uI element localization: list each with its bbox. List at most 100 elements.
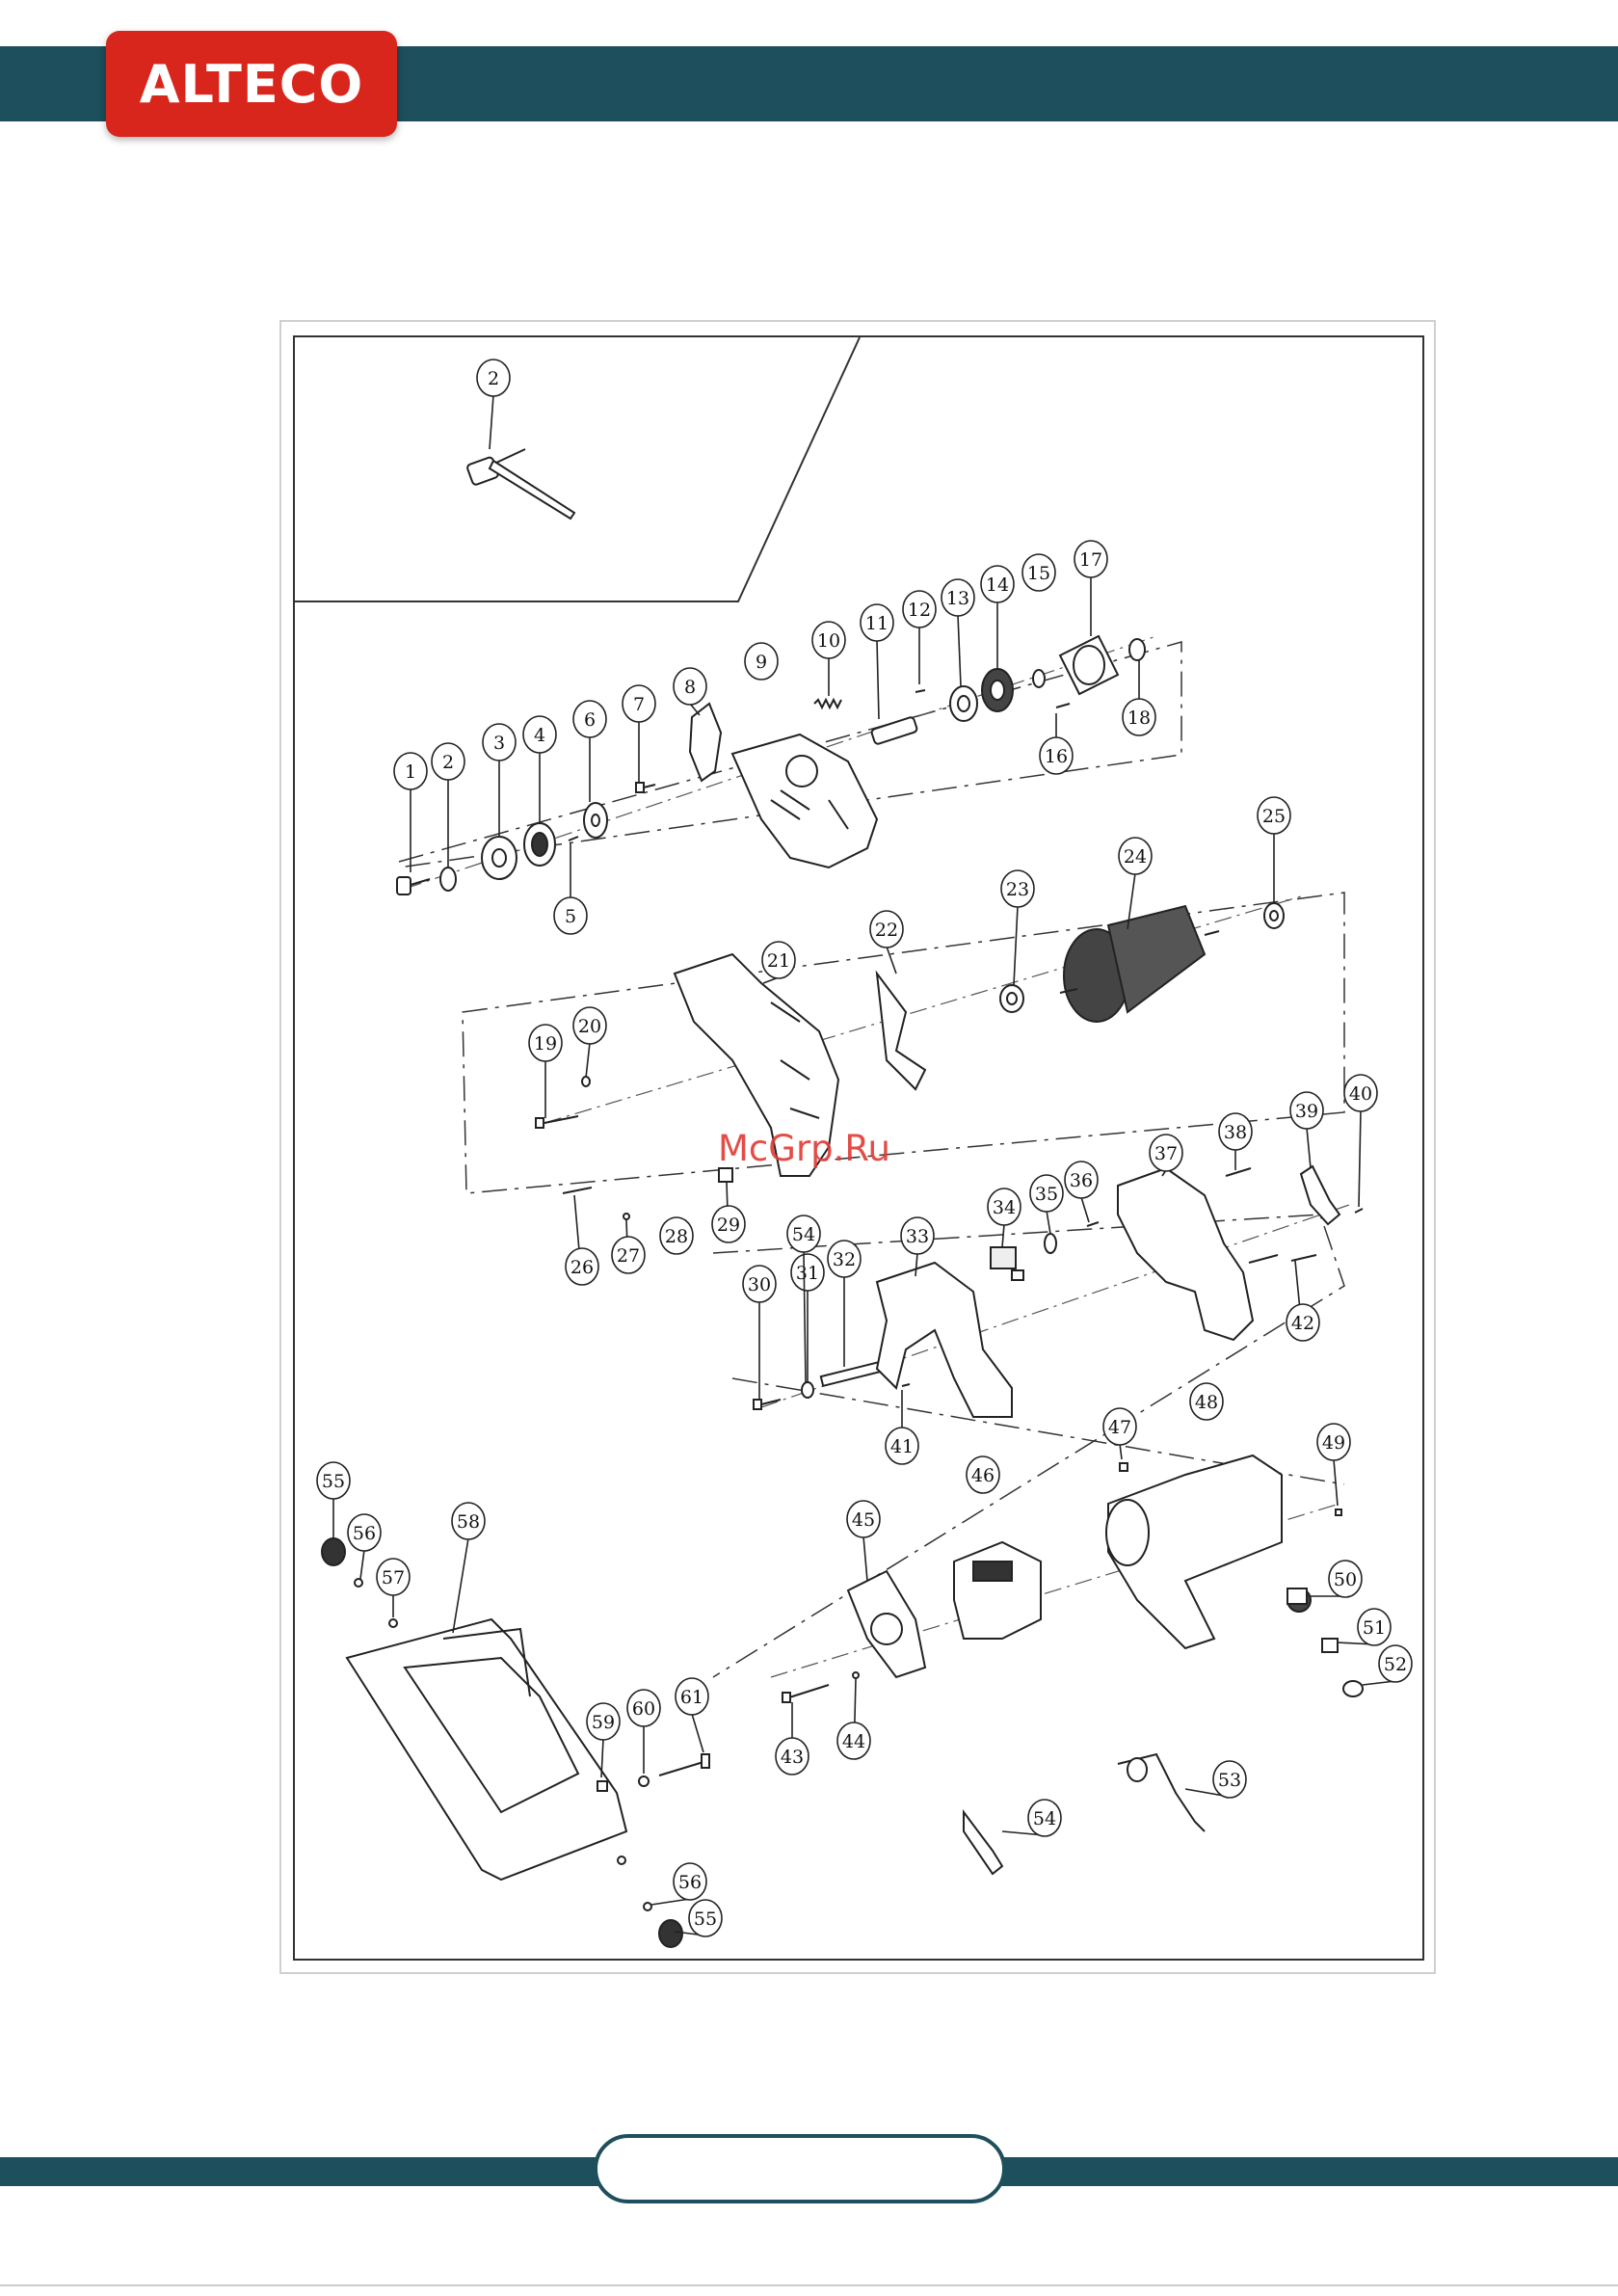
part-number-label: 44 <box>842 1731 865 1752</box>
part-number-label: 10 <box>817 630 840 652</box>
stator-icon <box>954 1542 1041 1639</box>
part-number-label: 49 <box>1322 1432 1345 1454</box>
part-number-label: 42 <box>1291 1313 1314 1334</box>
washer-icon <box>584 803 607 838</box>
part-number-label: 13 <box>946 588 969 609</box>
part-number-label: 41 <box>890 1436 914 1457</box>
brush-holder-icon <box>1287 1589 1311 1612</box>
leader-line <box>887 947 896 974</box>
inner-flange-icon <box>524 823 555 866</box>
gear-housing-icon <box>1060 636 1118 694</box>
part-number-label: 37 <box>1154 1143 1178 1164</box>
screw-icon <box>563 1188 592 1193</box>
screw-icon <box>1355 1209 1363 1213</box>
base-plate-icon <box>347 1619 626 1880</box>
leader-line <box>1002 1224 1004 1247</box>
part-number-label: 51 <box>1363 1617 1386 1639</box>
leader-line <box>1359 1110 1361 1207</box>
part-number-label: 33 <box>906 1226 929 1247</box>
bearing-icon <box>1264 903 1284 928</box>
leader-line <box>1307 1128 1311 1168</box>
cord-icon <box>1118 1754 1205 1831</box>
part-number-label: 12 <box>908 600 931 621</box>
baffle-icon <box>848 1571 925 1677</box>
part-number-label: 9 <box>756 652 767 673</box>
knob-icon <box>659 1920 682 1947</box>
screw-icon <box>597 1781 607 1791</box>
leader-line <box>1047 1211 1050 1234</box>
bearing-icon <box>1000 985 1023 1012</box>
bottom-rule <box>0 2284 1618 2286</box>
part-number-label: 29 <box>717 1215 740 1236</box>
part-number-label: 54 <box>1033 1808 1056 1829</box>
part-number-label: 24 <box>1124 846 1147 868</box>
screw-icon <box>536 1116 578 1128</box>
washer-icon <box>389 1619 397 1627</box>
wrench-icon <box>466 449 574 519</box>
part-number-label: 35 <box>1035 1184 1058 1205</box>
leader-line <box>453 1538 468 1633</box>
part-number-label: 21 <box>767 950 790 972</box>
watermark: McGrp.Ru <box>718 1128 890 1169</box>
part-number-label: 14 <box>986 574 1009 596</box>
washer-icon <box>644 1903 651 1910</box>
part-number-label: 26 <box>570 1257 594 1278</box>
part-number-label: 60 <box>632 1698 655 1720</box>
screw-icon <box>636 783 655 792</box>
gear-icon <box>982 669 1013 711</box>
bolt-icon <box>659 1754 709 1775</box>
leader-line <box>958 615 961 686</box>
part-number-label: 19 <box>534 1033 557 1055</box>
washer-icon <box>639 1776 649 1786</box>
part-number-label: 46 <box>971 1465 995 1486</box>
brush-cap-icon <box>1343 1681 1363 1696</box>
leader-line <box>1014 906 1018 985</box>
part-number-label: 20 <box>578 1016 601 1037</box>
part-number-label: 55 <box>694 1909 717 1930</box>
part-number-label: 8 <box>684 677 696 698</box>
outer-flange-icon <box>482 837 517 879</box>
leader-line <box>863 1536 867 1581</box>
screw-icon <box>782 1685 829 1702</box>
part-number-label: 27 <box>617 1245 640 1267</box>
part-number-label: 25 <box>1262 806 1286 827</box>
front-handle-icon <box>877 1263 1012 1417</box>
screw-icon <box>1336 1509 1341 1515</box>
key-icon <box>915 690 925 692</box>
spring-icon <box>814 700 841 707</box>
part-number-label: 2 <box>488 368 499 389</box>
screw-icon <box>754 1400 781 1409</box>
armature-icon <box>1060 906 1219 1022</box>
part-number-label: 11 <box>865 613 889 634</box>
leader-line <box>1081 1197 1089 1222</box>
screw-icon <box>902 1384 910 1386</box>
part-number-label: 22 <box>875 920 898 941</box>
washer-icon <box>853 1672 859 1678</box>
spindle-icon <box>871 716 918 744</box>
leader-line <box>692 1714 703 1752</box>
part-number-label: 59 <box>592 1712 615 1733</box>
part-number-label: 32 <box>833 1249 856 1270</box>
part-number-label: 39 <box>1295 1101 1318 1122</box>
lock-button-icon <box>1045 1234 1056 1253</box>
washer-icon <box>355 1579 362 1587</box>
bearing-icon <box>950 686 977 721</box>
screw-icon <box>1249 1255 1316 1263</box>
switch-icon <box>991 1247 1023 1280</box>
cord-guard-icon <box>964 1812 1002 1874</box>
part-number-label: 3 <box>493 733 505 754</box>
part-number-label: 58 <box>457 1511 480 1533</box>
fan-icon <box>877 974 925 1089</box>
washer-icon <box>618 1856 625 1864</box>
part-number-label: 56 <box>678 1872 702 1893</box>
part-number-label: 48 <box>1195 1392 1218 1413</box>
part-number-label: 23 <box>1006 879 1029 900</box>
leader-line <box>490 395 493 449</box>
inset-divider <box>293 337 860 601</box>
part-number-label: 40 <box>1349 1083 1372 1105</box>
leader-line <box>1120 1444 1122 1459</box>
circlip-icon <box>1033 670 1045 687</box>
screw-icon <box>1087 1222 1099 1226</box>
motor-housing-icon <box>1106 1455 1282 1648</box>
part-number-label: 2 <box>442 752 454 773</box>
